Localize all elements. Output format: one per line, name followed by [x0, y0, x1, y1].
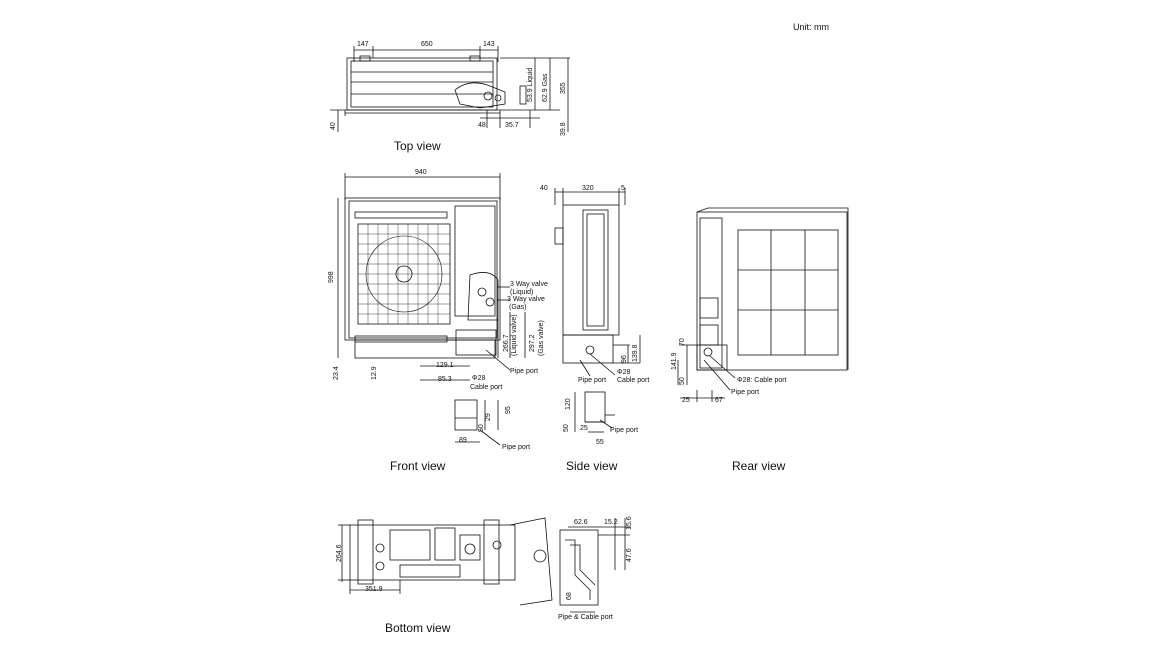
side-view-title: Side view	[566, 459, 618, 473]
dim-front-129-1: 129.1	[436, 362, 454, 369]
note-front-3way-gas-sub: (Gas)	[509, 304, 527, 311]
top-view-drawing	[330, 46, 570, 132]
note-side-phi28: Φ28	[617, 369, 630, 376]
note-front-pipe-port-detail: Pipe port	[502, 444, 530, 451]
note-rear-phi28-cable: Φ28: Cable port	[737, 377, 787, 384]
dim-top-650: 650	[421, 41, 433, 48]
dim-front-998: 998	[328, 271, 335, 283]
note-side-cable-port: Cable port	[617, 377, 649, 384]
dim-top-35-7: 35.7	[505, 122, 519, 129]
dim-bottom-15-6: 15.6	[626, 516, 633, 530]
dim-front-95: 95	[505, 406, 512, 414]
bottom-view-drawing	[338, 517, 630, 613]
dim-bottom-68: 68	[566, 592, 573, 600]
front-view-drawing	[337, 173, 526, 446]
dim-front-266-7: 266.7	[503, 334, 510, 352]
dim-top-48: 48	[478, 122, 486, 129]
dim-front-23-4: 23.4	[333, 366, 340, 380]
note-front-3way-liquid-sub: (Liquid)	[510, 289, 533, 296]
dim-front-29: 29	[485, 413, 492, 421]
dim-front-50: 50	[478, 424, 485, 432]
dim-top-355: 355	[560, 82, 567, 94]
dim-front-12-9: 12.9	[371, 366, 378, 380]
dim-rear-50: 50	[679, 377, 686, 385]
dim-side-120: 120	[565, 398, 572, 410]
dim-side-50: 50	[563, 424, 570, 432]
note-front-phi28: Φ28	[472, 375, 485, 382]
dim-bottom-351-9: 351.9	[365, 586, 383, 593]
dim-top-143: 143	[483, 41, 495, 48]
dim-top-40: 40	[330, 122, 337, 130]
note-side-pipe-port-detail: Pipe port	[610, 427, 638, 434]
dim-side-40: 40	[540, 185, 548, 192]
dim-side-5: 5	[621, 185, 625, 192]
dim-bottom-264-6: 264.6	[336, 544, 343, 562]
dim-bottom-62-6: 62.6	[574, 519, 588, 526]
dim-side-139-8: 139.8	[632, 344, 639, 362]
note-front-pipe-port: Pipe port	[510, 368, 538, 375]
dim-rear-141-9: 141.9	[671, 352, 678, 370]
dim-side-25: 25	[580, 425, 588, 432]
dim-rear-70: 70	[679, 338, 686, 346]
dim-front-85-3: 85.3	[438, 376, 452, 383]
note-side-pipe-port: Pipe port	[578, 377, 606, 384]
dim-top-147: 147	[357, 41, 369, 48]
rear-view-title: Rear view	[732, 459, 786, 473]
dim-bottom-15-2: 15.2	[604, 519, 618, 526]
unit-label: Unit: mm	[793, 22, 829, 32]
side-view-drawing	[554, 188, 641, 433]
dim-front-89: 89	[459, 437, 467, 444]
dim-bottom-47-6: 47.6	[626, 548, 633, 562]
dim-rear-67: 67	[715, 397, 723, 404]
dim-side-96: 96	[621, 355, 628, 363]
dim-top-39-8: 39.8	[560, 122, 567, 136]
dim-front-gas-valve: (Gas valve)	[538, 320, 545, 356]
dim-front-940: 940	[415, 169, 427, 176]
rear-view-drawing	[677, 207, 849, 402]
note-bottom-pipe-cable: Pipe & Cable port	[558, 614, 613, 621]
top-view-title: Top view	[394, 139, 441, 153]
front-view-title: Front view	[390, 459, 446, 473]
dim-front-297-2: 297.2	[529, 334, 536, 352]
note-front-cable-port: Cable port	[470, 384, 502, 391]
bottom-view-title: Bottom view	[385, 621, 451, 635]
dim-side-55: 55	[596, 439, 604, 446]
dim-top-liquid: 53.9 Liquid	[527, 68, 534, 102]
dim-front-liquid-valve: (Liquid valve)	[511, 314, 518, 356]
dim-top-gas: 62.9 Gas	[542, 73, 549, 102]
note-front-3way-liquid: 3 Way valve	[510, 281, 548, 288]
note-front-3way-gas: 3 Way valve	[507, 296, 545, 303]
dim-rear-25: 25	[682, 397, 690, 404]
note-rear-pipe-port: Pipe port	[731, 389, 759, 396]
dim-side-320: 320	[582, 185, 594, 192]
